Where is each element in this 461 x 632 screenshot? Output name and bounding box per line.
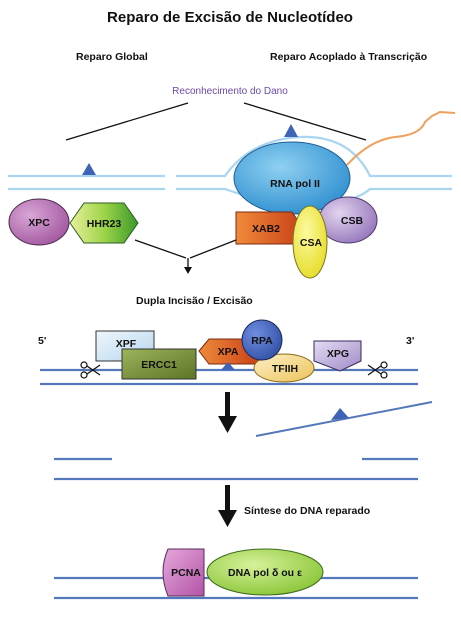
rna-transcript xyxy=(346,110,456,166)
branch-line-right xyxy=(243,102,367,141)
xpg-protein xyxy=(313,340,362,372)
transcription-coupled-label: Reparo Acoplado à Transcrição xyxy=(270,51,427,63)
dna-polymerase xyxy=(206,548,324,596)
three-prime-label: 3' xyxy=(406,335,414,347)
global-repair-label: Reparo Global xyxy=(76,51,148,63)
xpg-label: XPG xyxy=(327,348,349,360)
scissors-icon xyxy=(367,361,388,379)
resynthesis-label: Síntese do DNA reparado xyxy=(244,505,370,517)
arrow-head-icon xyxy=(184,267,192,274)
merge-line-right xyxy=(189,239,237,259)
diagram-title: Reparo de Excisão de Nucleotídeo xyxy=(107,9,353,26)
rpa-protein xyxy=(241,319,283,361)
tfiih-label: TFIIH xyxy=(272,363,298,375)
dna-lesion-icon xyxy=(284,124,298,137)
excised-oligonucleotide xyxy=(255,401,433,437)
merge-line-left xyxy=(134,239,187,259)
dna-duplex-top xyxy=(8,135,452,207)
tfiih-protein xyxy=(253,353,315,383)
csb-label: CSB xyxy=(341,215,364,227)
csa-protein xyxy=(292,205,328,279)
down-arrow-icon xyxy=(218,392,237,433)
scissors-icon xyxy=(80,361,101,379)
dna-lesion-icon xyxy=(331,408,349,420)
rna-pol-ii-label: RNA pol II xyxy=(270,178,320,190)
xpa-label: XPA xyxy=(218,346,239,358)
hhr23-protein xyxy=(69,202,139,244)
dna-lesion-icon xyxy=(221,362,235,370)
dual-incision-label: Dupla Incisão / Excisão xyxy=(136,295,253,307)
ercc1-label: ERCC1 xyxy=(141,359,177,371)
xab2-label: XAB2 xyxy=(252,223,280,235)
hhr23-label: HHR23 xyxy=(87,218,122,230)
damage-recognition-label: Reconhecimento do Dano xyxy=(172,86,288,97)
xpc-protein xyxy=(8,198,70,246)
xpf-label: XPF xyxy=(116,338,137,350)
five-prime-label: 5' xyxy=(38,335,46,347)
rpa-label: RPA xyxy=(251,335,273,347)
down-arrow-icon xyxy=(218,485,237,527)
dna-polymerase-label: DNA pol δ ou ε xyxy=(228,567,302,579)
pcna-protein xyxy=(162,548,205,597)
xpc-label: XPC xyxy=(28,217,50,229)
branch-line-left xyxy=(65,102,189,141)
csa-label: CSA xyxy=(300,237,323,249)
pcna-label: PCNA xyxy=(171,567,201,579)
ercc1-protein xyxy=(121,348,197,380)
dna-lesion-icon xyxy=(82,163,96,175)
